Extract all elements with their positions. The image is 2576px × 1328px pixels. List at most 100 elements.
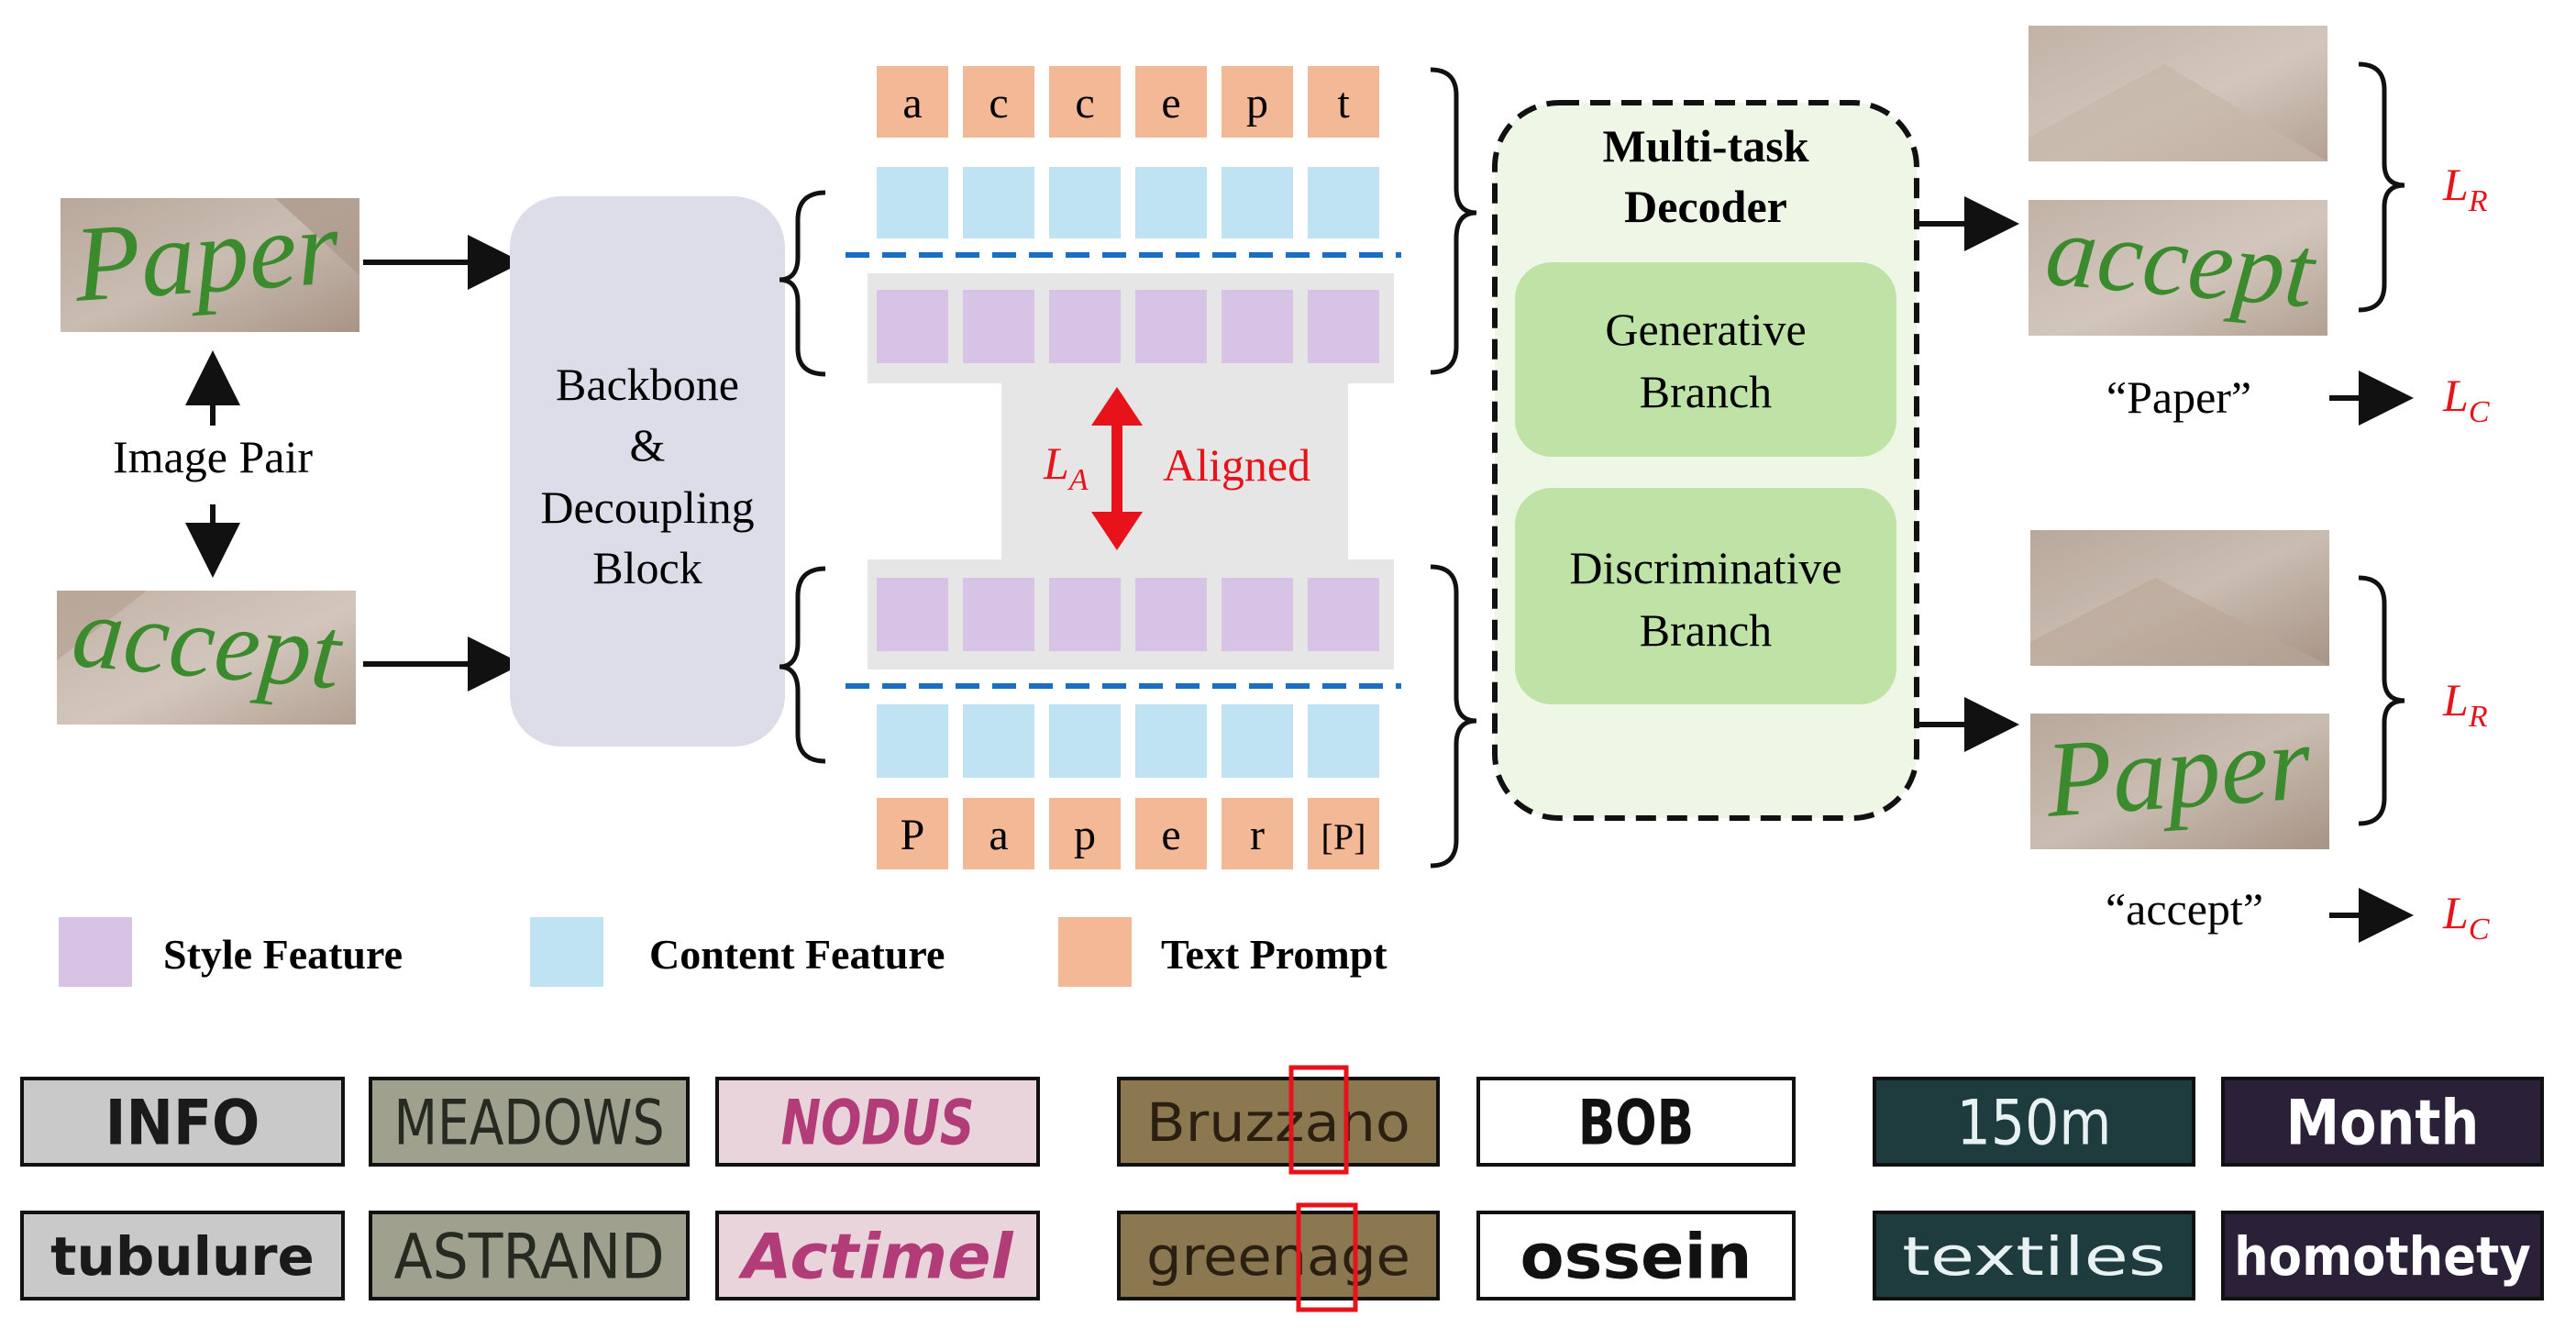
prompt-token: a <box>902 79 922 127</box>
prompt-token: r <box>1250 811 1265 859</box>
svg-text:&: & <box>630 419 666 470</box>
sample-image <box>1873 1077 2195 1167</box>
loss-r-bottom: LR <box>2442 674 2488 734</box>
highlight-box-bottom <box>1296 1202 1358 1312</box>
sample-word: textiles <box>1902 1225 2166 1288</box>
svg-text:Decoder: Decoder <box>1624 181 1787 232</box>
content-cell <box>1049 704 1121 778</box>
content-cell <box>1135 167 1207 238</box>
prompt-cell <box>1135 798 1207 869</box>
content-cell <box>877 167 948 238</box>
loss-c-bottom: LC <box>2442 887 2490 946</box>
brace-output-top <box>2358 61 2405 313</box>
prompt-cell <box>1308 798 1379 869</box>
aligned-label: Aligned <box>1163 439 1310 491</box>
style-cell <box>1308 290 1379 363</box>
sample-word: 150m <box>1957 1087 2112 1159</box>
highlight-box-top <box>1288 1065 1349 1175</box>
sample-image <box>1476 1211 1796 1300</box>
sample-word: INFO <box>105 1087 260 1159</box>
content-cell <box>963 704 1034 778</box>
prompt-token: a <box>989 811 1008 859</box>
brace-bottom-left <box>779 566 826 764</box>
brace-bottom-right <box>1430 564 1477 869</box>
svg-text:Multi-task: Multi-task <box>1603 120 1809 172</box>
style-cell <box>1049 578 1121 651</box>
legend-content-swatch <box>530 917 603 987</box>
style-cell <box>963 578 1034 651</box>
brace-top-left <box>779 190 826 377</box>
prompt-cell <box>877 66 948 138</box>
prompt-token: [P] <box>1321 816 1366 858</box>
loss-c-top: LC <box>2442 370 2490 429</box>
output-top-background <box>2029 26 2327 161</box>
input-image-top: Paper <box>61 186 359 332</box>
content-cell <box>1308 167 1379 238</box>
prompt-token: c <box>989 79 1008 127</box>
alignment-loss-label: LA <box>1043 437 1089 497</box>
sample-word: BOB <box>1578 1087 1694 1159</box>
style-cell <box>963 290 1034 363</box>
style-cell <box>877 578 948 651</box>
legend-content-label: Content Feature <box>649 931 945 978</box>
output-top-generated: accept <box>2029 194 2327 336</box>
svg-text:Backbone: Backbone <box>556 359 739 410</box>
sample-image <box>369 1211 690 1300</box>
prompt-cell <box>963 798 1034 869</box>
prompt-cell <box>1222 798 1293 869</box>
style-cell <box>1135 290 1207 363</box>
sample-word: ossein <box>1520 1221 1752 1293</box>
prompt-token: e <box>1161 79 1180 127</box>
svg-text:Decoupling: Decoupling <box>540 481 754 533</box>
sample-word: ASTRAND <box>393 1221 664 1293</box>
style-cell <box>1135 578 1207 651</box>
sample-image <box>369 1077 690 1167</box>
style-cell <box>1222 578 1293 651</box>
svg-text:Branch: Branch <box>1640 604 1772 656</box>
prompt-token: t <box>1337 79 1350 127</box>
prompt-cell <box>1049 798 1121 869</box>
sample-word: homothety <box>2234 1225 2531 1288</box>
style-cell <box>1308 578 1379 651</box>
sample-word: NODUS <box>781 1087 975 1159</box>
prompt-token: p <box>1246 79 1268 127</box>
prompt-cell <box>1135 66 1207 138</box>
sample-image <box>20 1077 345 1167</box>
sample-image <box>1117 1077 1440 1167</box>
sample-image <box>2221 1211 2544 1300</box>
content-cell <box>1222 167 1293 238</box>
svg-text:Generative: Generative <box>1605 304 1806 355</box>
sample-word: Bruzzano <box>1146 1091 1410 1154</box>
content-cell <box>1222 704 1293 778</box>
caption-bottom: “accept” <box>2106 883 2263 935</box>
svg-text:Branch: Branch <box>1640 366 1772 417</box>
sample-image <box>1476 1077 1796 1167</box>
sample-image <box>1873 1211 2195 1300</box>
content-cell <box>1049 167 1121 238</box>
sample-image <box>715 1077 1040 1167</box>
alignment-arrow <box>1091 387 1143 550</box>
alignment-band <box>868 273 1394 670</box>
svg-text:Discriminative: Discriminative <box>1569 542 1841 593</box>
discriminative-branch: Discriminative Branch <box>1515 488 1896 704</box>
sample-word: greenage <box>1146 1225 1410 1288</box>
output-bottom-generated: Paper <box>2030 702 2329 849</box>
loss-r-top: LR <box>2442 159 2488 218</box>
legend-prompt-label: Text Prompt <box>1161 931 1388 978</box>
sample-image <box>715 1211 1040 1300</box>
sample-word: Actimel <box>737 1221 1014 1293</box>
generative-branch: Generative Branch <box>1515 262 1896 457</box>
brace-top-right <box>1430 67 1477 375</box>
content-cell <box>1135 704 1207 778</box>
svg-text:Block: Block <box>592 542 702 593</box>
svg-text:Paper: Paper <box>2041 702 2316 840</box>
prompt-token: p <box>1074 811 1096 859</box>
prompt-token: e <box>1161 811 1180 859</box>
prompt-cell <box>877 798 948 869</box>
sample-image <box>20 1211 345 1300</box>
style-cell <box>1222 290 1293 363</box>
prompt-cell <box>1049 66 1121 138</box>
prompt-token: c <box>1075 79 1094 127</box>
sample-image <box>1117 1211 1440 1300</box>
